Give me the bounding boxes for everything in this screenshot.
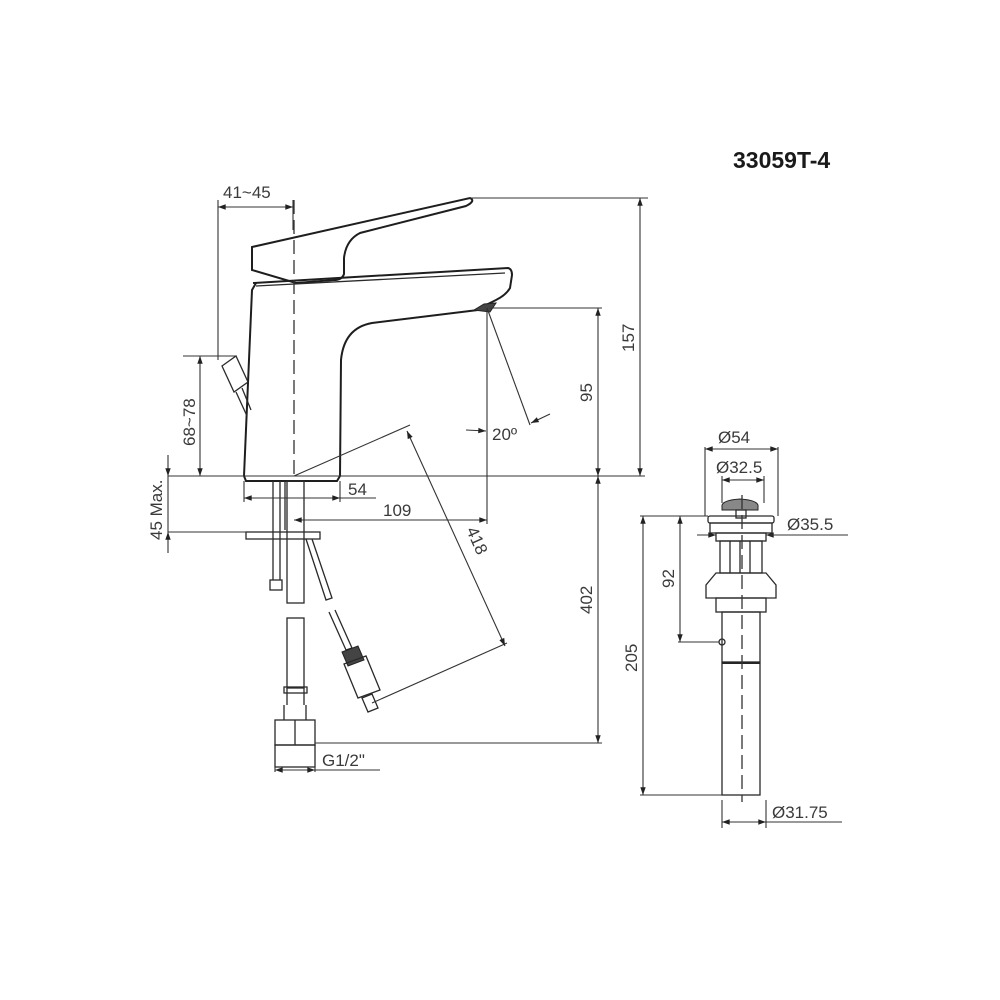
svg-text:402: 402: [577, 586, 596, 614]
dim-drain-overflow: 92: [640, 515, 719, 643]
dim-lever-to-deck: 68~78: [180, 355, 236, 476]
svg-text:20º: 20º: [492, 425, 517, 444]
model-number: 33059T-4: [733, 147, 830, 173]
svg-text:Ø54: Ø54: [718, 428, 750, 447]
dim-lever-depth: 41~45: [217, 183, 294, 360]
dim-base-width: 54: [243, 480, 376, 502]
svg-text:Ø31.75: Ø31.75: [772, 803, 828, 822]
dim-hose-length: 418: [293, 424, 508, 704]
svg-text:205: 205: [622, 644, 641, 672]
dim-spout-reach: 109: [294, 501, 487, 523]
dim-supply-length: 402: [315, 476, 602, 744]
svg-text:Ø32.5: Ø32.5: [716, 458, 762, 477]
svg-text:41~45: 41~45: [223, 183, 271, 202]
dim-spout-height: 95: [490, 307, 602, 476]
mounting-parts: [245, 480, 321, 768]
svg-text:G1/2ʺ: G1/2ʺ: [322, 751, 365, 770]
svg-text:95: 95: [577, 383, 596, 402]
drain-outline: [705, 498, 777, 796]
dim-drain-length: 205: [622, 515, 722, 796]
dim-drain-plug: Ø32.5: [716, 458, 765, 503]
dim-thread: G1/2ʺ: [274, 751, 380, 773]
dim-drain-flange: Ø35.5: [697, 515, 848, 538]
svg-text:Ø35.5: Ø35.5: [787, 515, 833, 534]
dim-spout-angle: 20º: [465, 307, 551, 524]
svg-text:92: 92: [659, 569, 678, 588]
svg-text:68~78: 68~78: [180, 398, 199, 446]
svg-text:54: 54: [348, 480, 367, 499]
dim-drain-tail: Ø31.75: [721, 800, 842, 828]
flexible-hose: [305, 538, 381, 713]
svg-text:45 Max.: 45 Max.: [147, 480, 166, 540]
dim-deck-thickness: 45 Max.: [147, 455, 246, 553]
dim-total-height: 157: [470, 197, 648, 476]
svg-text:109: 109: [383, 501, 411, 520]
dim-drain-outer: Ø54: [704, 428, 779, 516]
svg-text:157: 157: [619, 324, 638, 352]
svg-text:418: 418: [462, 524, 491, 558]
popup-rod: [221, 355, 252, 417]
